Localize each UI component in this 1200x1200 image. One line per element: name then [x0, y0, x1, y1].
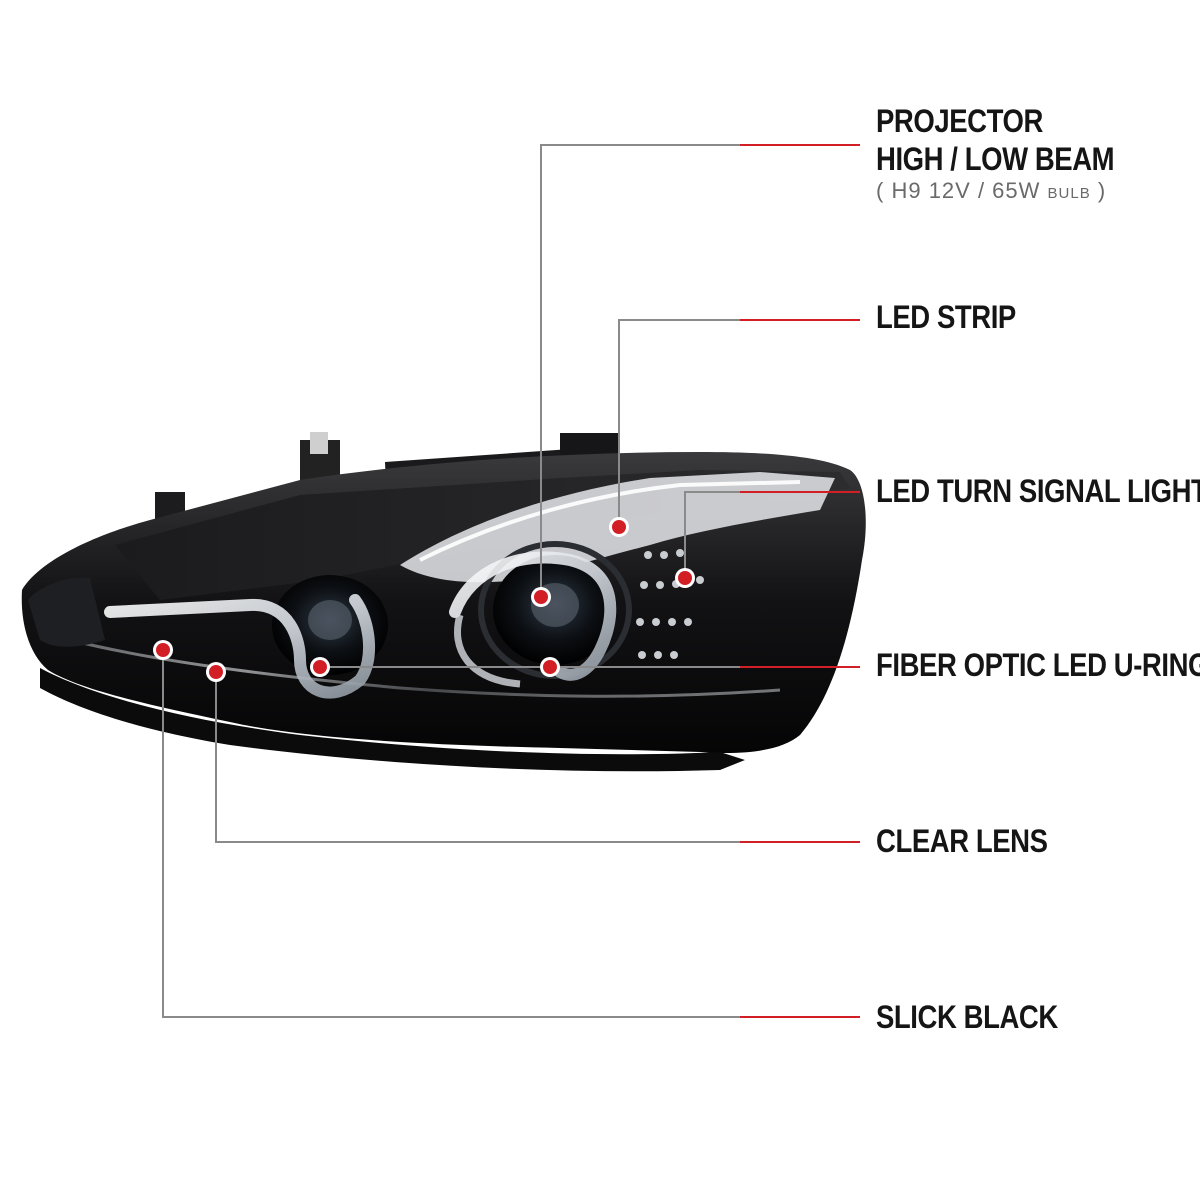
label-led-strip: LED STRIP [876, 299, 1016, 335]
u-ring-dot-right [540, 657, 560, 677]
led-strip-dot [609, 517, 629, 537]
detail-bulb-word: BULB [1047, 185, 1091, 202]
turn-signal-leds [636, 549, 704, 659]
u-ring-dot-left [310, 657, 330, 677]
turn-signal-dot [675, 568, 695, 588]
label-projector-line-2: HIGH / LOW BEAM [876, 141, 1115, 177]
callout-dots [153, 517, 695, 682]
label-projector-detail: ( H9 12V / 65W BULB ) [876, 178, 1106, 204]
label-projector-line-1: PROJECTOR [876, 103, 1043, 139]
projector-dot [531, 587, 551, 607]
slick-black-dot [153, 640, 173, 660]
u-rings [104, 551, 617, 699]
detail-close-paren: ) [1097, 178, 1107, 203]
clear-lens-dot [206, 662, 226, 682]
label-led-turn-signal: LED TURN SIGNAL LIGHT [876, 473, 1200, 509]
detail-bulb-spec: H9 12V / 65W [891, 178, 1041, 203]
label-slick-black: SLICK BLACK [876, 999, 1058, 1035]
label-fiber-optic-u-rings: FIBER OPTIC LED U-RINGS [876, 647, 1200, 683]
label-clear-lens: CLEAR LENS [876, 823, 1048, 859]
leader-lines [162, 144, 860, 1018]
detail-open-paren: ( [876, 178, 885, 203]
